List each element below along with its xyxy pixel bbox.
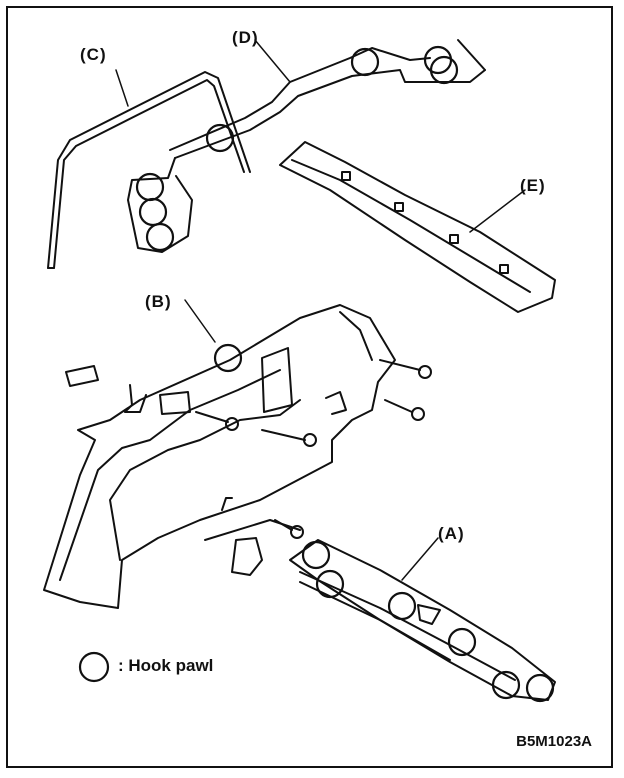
label-c: (C): [80, 45, 107, 64]
part-e-pillar-trim: [279, 141, 556, 313]
screws: [195, 359, 432, 539]
part-b-quarter-trim: [43, 299, 396, 609]
label-a: (A): [438, 524, 465, 543]
part-c-trim: [47, 69, 251, 269]
label-d: (D): [232, 28, 259, 47]
legend-circle-icon: [78, 651, 110, 683]
hook-pawl-circles: [135, 45, 555, 703]
label-b: (B): [145, 292, 172, 311]
part-a-sill-trim: [289, 537, 556, 701]
legend-hook-pawl: : Hook pawl: [118, 656, 214, 675]
figure-frame: [6, 6, 613, 768]
label-e: (E): [520, 176, 546, 195]
figure-code: B5M1023A: [516, 733, 592, 750]
